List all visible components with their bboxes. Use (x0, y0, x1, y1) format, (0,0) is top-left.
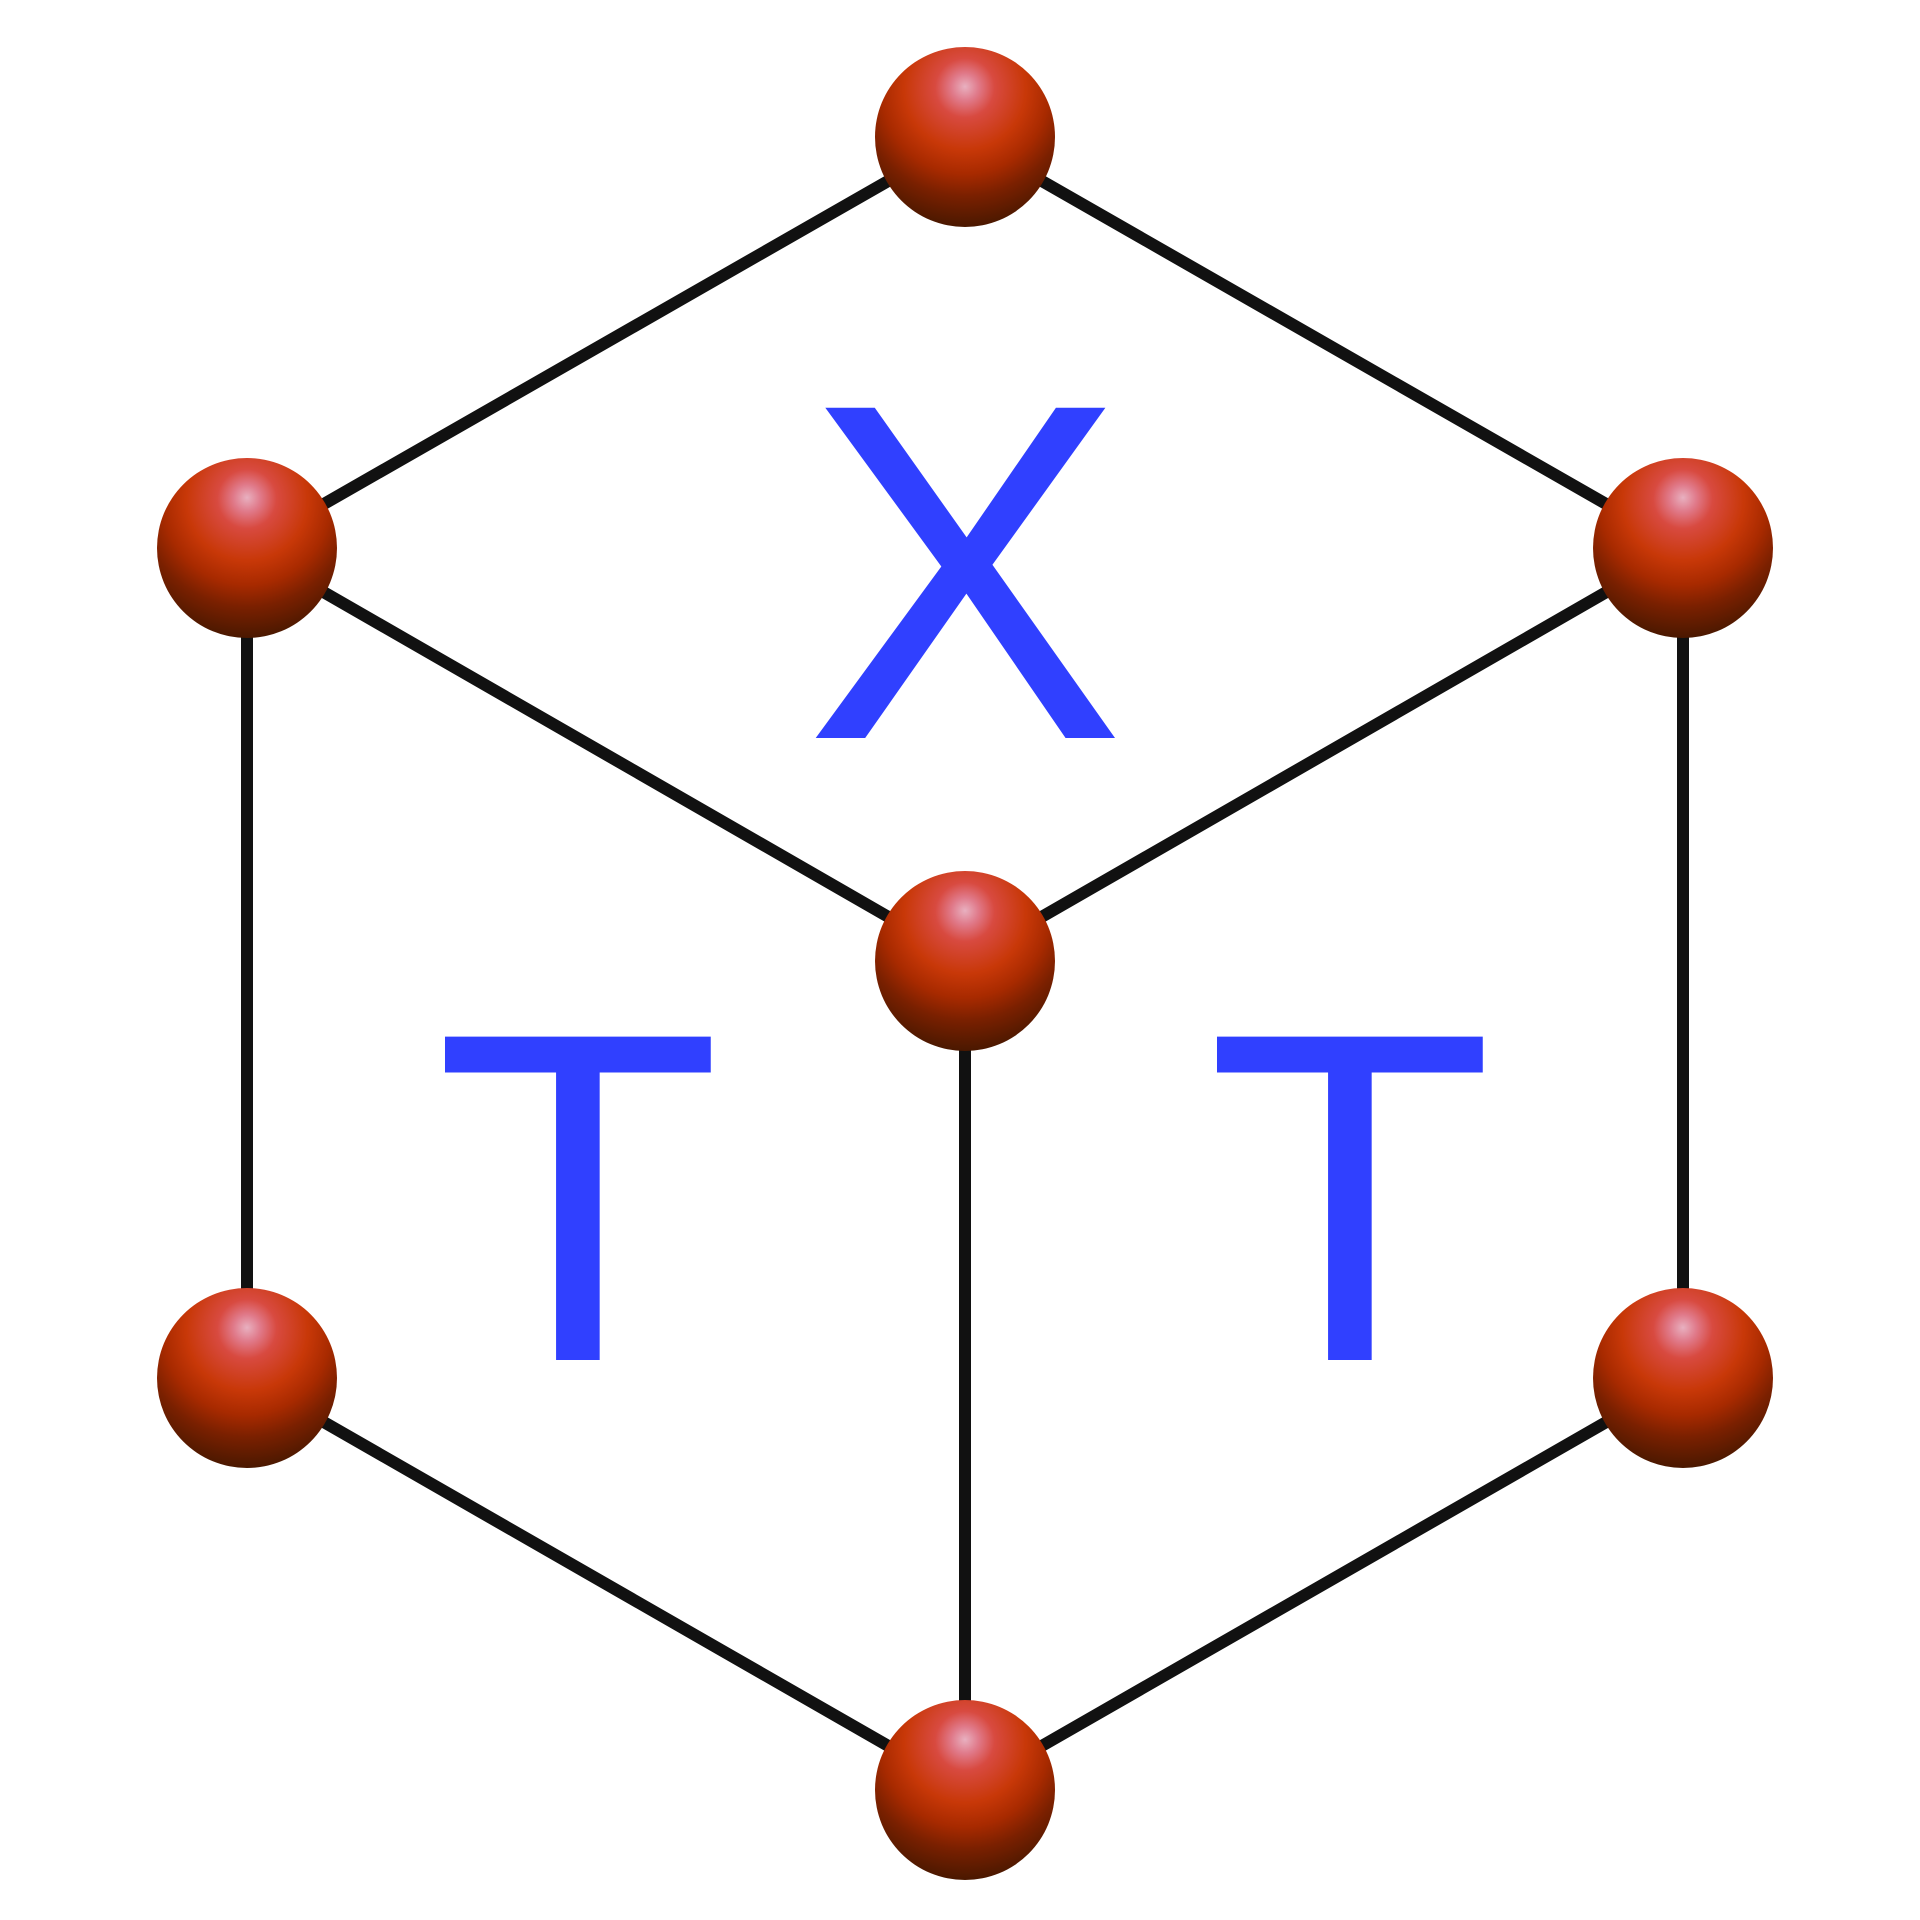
letter-right: T (1206, 935, 1493, 1460)
bonds (241, 131, 1689, 1796)
bond-lower-right-to-bottom (959, 1372, 1689, 1796)
atom-center (875, 871, 1055, 1051)
atom-lower-left (157, 1288, 337, 1468)
atom-top (875, 47, 1055, 227)
atom-lower-right (1593, 1288, 1773, 1468)
letter-top: X (805, 303, 1125, 840)
atom-upper-left (157, 458, 337, 638)
bond-lower-left-to-bottom (241, 1372, 971, 1796)
bond-upper-right-to-center (959, 542, 1689, 967)
atom-bottom (875, 1700, 1055, 1880)
bond-top-to-upper-right (959, 131, 1689, 554)
atoms (157, 47, 1773, 1880)
letters: X T T (434, 303, 1493, 1460)
bond-upper-left-to-center (241, 542, 971, 967)
atom-upper-right (1593, 458, 1773, 638)
bond-top-to-upper-left (241, 131, 971, 554)
letter-left: T (434, 935, 721, 1460)
